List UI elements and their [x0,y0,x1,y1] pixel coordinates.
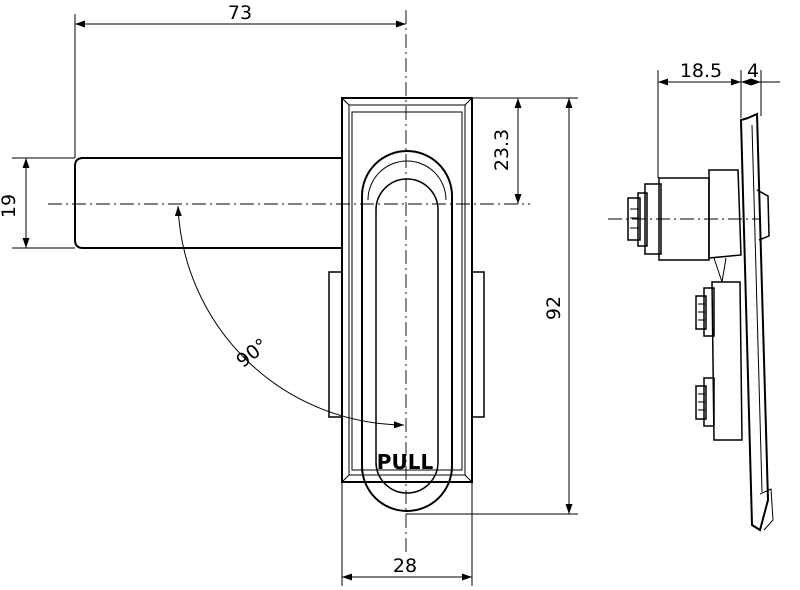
rotation-arc [174,205,405,429]
dim-92-label: 92 [543,296,565,320]
lever-handle [74,157,342,249]
dim-23-3-label: 23.3 [491,129,513,171]
side-plate [739,112,770,532]
dim-73-label: 73 [228,2,252,24]
side-dimensions: 18.5 4 [657,60,780,178]
dim-19-label: 19 [0,194,20,218]
pull-slot-inner [375,178,439,494]
dim-28-label: 28 [393,555,417,577]
side-view [608,112,774,532]
dim-18-5-label: 18.5 [680,60,722,82]
front-dimensions: 73 19 23.3 92 28 [0,2,578,586]
angle-label: 90° [232,334,272,372]
front-view: PULL 90° [48,10,530,555]
dim-4-label: 4 [747,60,759,82]
pull-label: PULL [377,450,434,474]
pull-slot-outer [361,150,453,512]
